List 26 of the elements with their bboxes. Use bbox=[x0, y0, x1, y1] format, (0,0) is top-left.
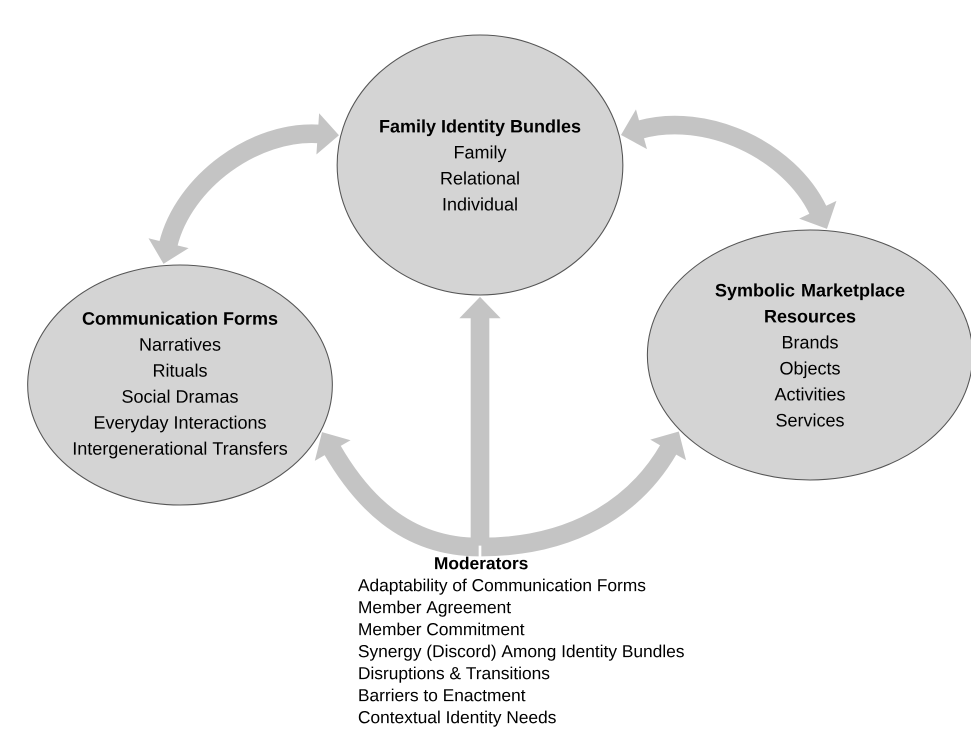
list-item: Rituals bbox=[154, 364, 207, 377]
list-item: Family bbox=[455, 145, 506, 162]
list-item: Contextual Identity Needs bbox=[358, 710, 556, 727]
heading: Moderators bbox=[435, 556, 528, 570]
ellipse bbox=[336, 34, 624, 296]
heading: Symbolic Marketplace Resources bbox=[715, 283, 904, 323]
list-item: Barriers to Enactment bbox=[359, 688, 526, 702]
list-item: Synergy (Discord) Among Identity Bundles bbox=[358, 644, 684, 661]
list-item: Member Agreement bbox=[359, 600, 511, 617]
list-item: Objects bbox=[780, 361, 840, 378]
list-item: Disruptions & Transitions bbox=[359, 666, 550, 683]
list-item: Narratives bbox=[140, 338, 220, 351]
list-item: Everyday Interactions bbox=[94, 416, 266, 432]
list-item: Relational bbox=[441, 171, 519, 185]
heading: Communication Forms bbox=[82, 312, 278, 325]
list-item: Services bbox=[776, 413, 844, 427]
ellipse bbox=[646, 229, 971, 481]
list-item: Activities bbox=[774, 387, 845, 401]
list-item: Social Dramas bbox=[122, 390, 238, 403]
list-item: Member Commitment bbox=[359, 622, 524, 636]
list-item: Individual bbox=[444, 197, 517, 211]
ellipse bbox=[27, 264, 333, 506]
list-item: Intergenerational Transfers bbox=[74, 442, 288, 458]
list-item: Brands bbox=[782, 335, 838, 349]
list-item: Adaptability of Communication Forms bbox=[358, 578, 646, 595]
heading: Family Identity Bundles bbox=[380, 119, 580, 136]
